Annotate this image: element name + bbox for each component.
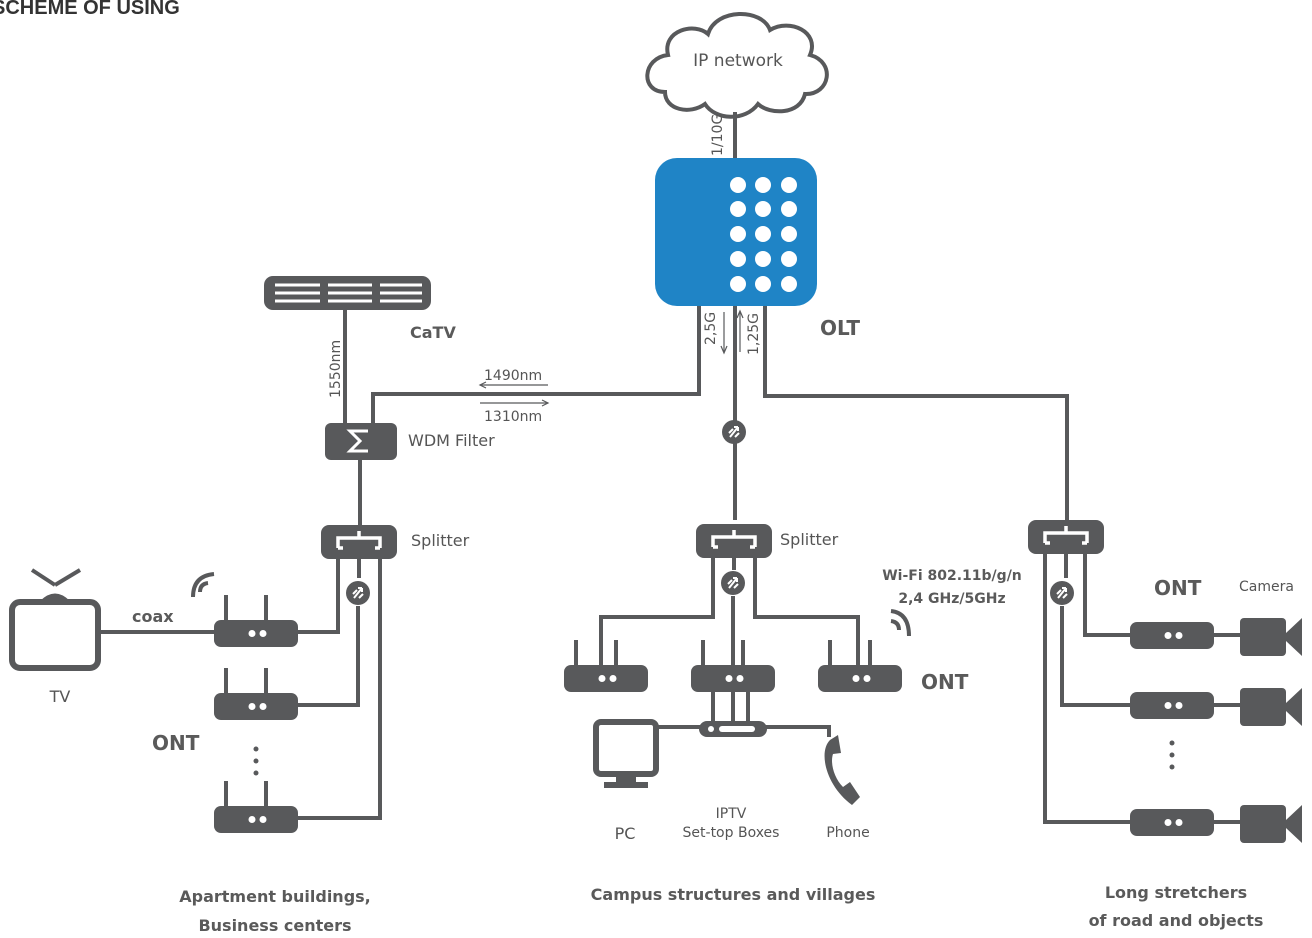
up-rate-label: 1,25G [746, 313, 762, 355]
wifi-label-line1: Wi-Fi 802.11b/g/n [882, 568, 1022, 584]
splitter-center-label: Splitter [780, 530, 839, 549]
camera-icon-3 [1240, 805, 1302, 843]
ont-left-2 [212, 666, 300, 722]
catv-label: CaTV [410, 323, 456, 342]
splitter-center [694, 522, 774, 560]
caption-left-line2: Business centers [198, 916, 351, 935]
ont-right-2 [1130, 692, 1214, 719]
stb-label-line1: IPTV [716, 806, 747, 822]
stb-label-line2: Set-top Boxes [683, 825, 780, 841]
trunk-left [371, 306, 701, 425]
splitter-left-label: Splitter [411, 531, 470, 550]
tv-label: TV [49, 687, 71, 706]
olt-label: OLT [820, 316, 860, 340]
page-title: SCHEME OF USING [0, 0, 180, 19]
wifi-label-line2: 2,4 GHz/5GHz [898, 591, 1005, 607]
pc-icon [593, 719, 659, 788]
converter-center-top [721, 419, 747, 445]
ont-left-1 [212, 593, 300, 649]
caption-left-line1: Apartment buildings, [179, 887, 371, 906]
converter-right [1049, 580, 1075, 606]
ont-right-1 [1130, 622, 1214, 649]
down-rate-label: 2,5G [703, 312, 719, 345]
ont-left-label: ONT [152, 731, 200, 755]
set-top-box-icon [699, 721, 767, 737]
phone-icon [824, 735, 860, 805]
ont-right-3 [1130, 809, 1214, 836]
catv-wavelength-label: 1550nm [328, 340, 344, 398]
wifi-signal-center-icon [890, 609, 911, 637]
ont-right-label: ONT [1154, 576, 1202, 600]
ip-network-cloud: IP network [645, 12, 829, 119]
olt-device [655, 158, 817, 306]
converter-left [345, 580, 371, 606]
catv-device [264, 276, 431, 310]
camera-icon-2 [1240, 688, 1302, 726]
wavelength-up-label: 1310nm [484, 409, 542, 425]
camera-label: Camera [1239, 579, 1294, 595]
caption-center: Campus structures and villages [591, 885, 876, 904]
splitter-right [1026, 518, 1106, 556]
ont-center-left [562, 638, 650, 694]
wavelength-down-label: 1490nm [484, 368, 542, 384]
tv-icon [9, 568, 101, 671]
cloud-label: IP network [693, 51, 783, 71]
wdm-filter [325, 423, 397, 460]
pc-label: PC [615, 824, 636, 843]
cloud-shape [645, 12, 829, 119]
coax-label: coax [132, 607, 174, 626]
wdm-label: WDM Filter [408, 431, 495, 450]
ellipsis-dots-right [1169, 740, 1175, 770]
phone-label: Phone [826, 825, 869, 841]
converter-center-mid [720, 570, 746, 596]
camera-icon-1 [1240, 618, 1302, 656]
trunk-right [763, 306, 1069, 520]
uplink-label: 1/10G [710, 114, 726, 156]
caption-right-line1: Long stretchers [1105, 883, 1247, 902]
ont-center-label: ONT [921, 670, 969, 694]
wifi-signal-icon [191, 572, 215, 598]
caption-right-line2: of road and objects [1089, 911, 1264, 930]
splitter-left [319, 523, 399, 561]
ellipsis-dots-left [253, 746, 259, 776]
ont-left-3 [212, 779, 300, 835]
